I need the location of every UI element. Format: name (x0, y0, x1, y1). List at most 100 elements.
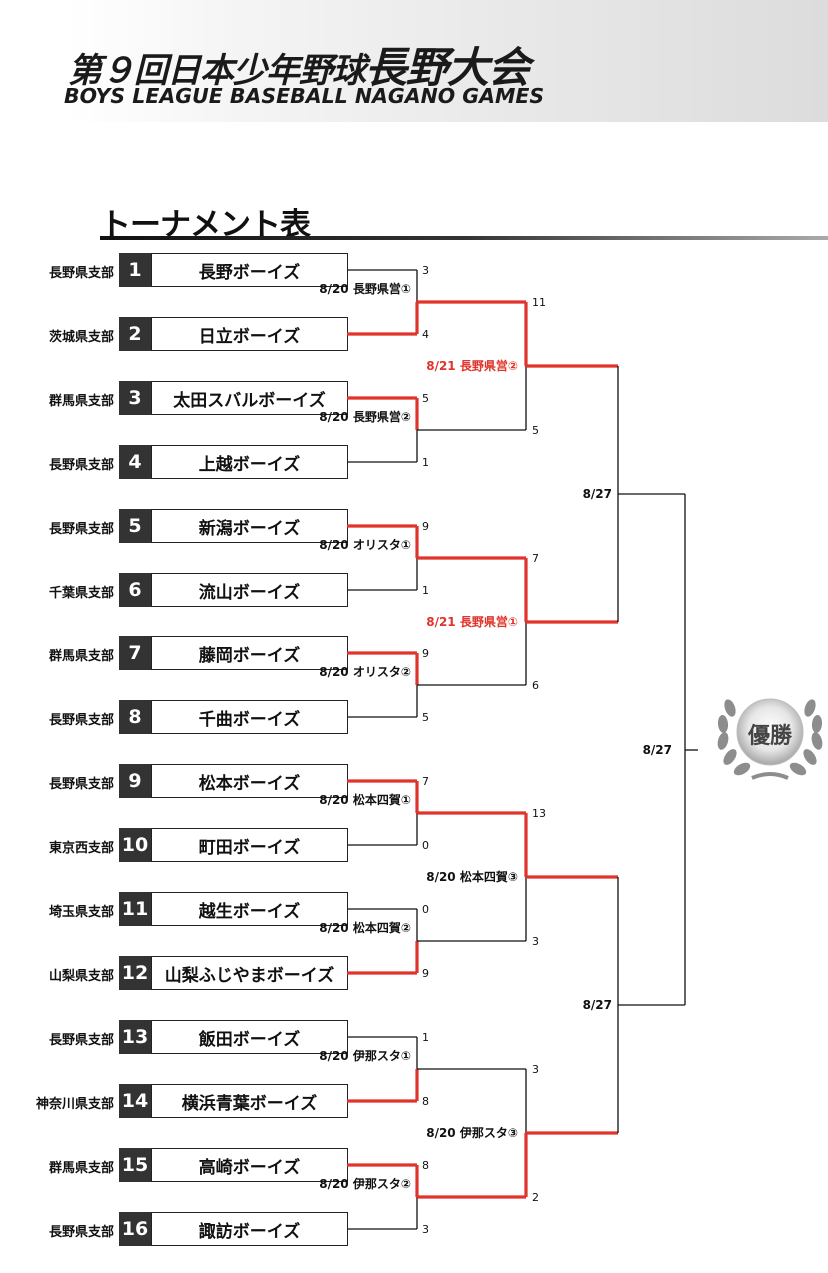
match-label: 8/27 (643, 743, 672, 757)
team-branch: 埼玉県支部 (48, 905, 114, 920)
team-name: 千曲ボーイズ (151, 700, 348, 734)
match-score: 9 (422, 520, 429, 533)
match-label: 8/20 松本四賀① (319, 792, 411, 807)
team-branch: 長野県支部 (48, 522, 114, 537)
team-name: 諏訪ボーイズ (151, 1212, 348, 1246)
match-label: 8/20 オリスタ② (319, 665, 411, 679)
team-seed: 2 (119, 317, 151, 351)
team-seed: 10 (119, 828, 151, 862)
match-score: 5 (532, 424, 539, 437)
match-label: 8/20 伊那スタ③ (426, 1125, 518, 1140)
team-seed: 12 (119, 956, 151, 990)
match-score: 0 (422, 839, 429, 852)
match-score: 2 (532, 1191, 539, 1204)
team-name: 太田スバルボーイズ (151, 381, 348, 415)
team-branch: 東京西支部 (48, 841, 114, 856)
team-seed: 4 (119, 445, 151, 479)
match-label: 8/20 伊那スタ① (319, 1048, 411, 1063)
team-branch: 茨城県支部 (48, 330, 114, 345)
event-title-jp: 第９回日本少年野球長野大会 (68, 34, 530, 95)
match-label: 8/21 長野県営① (426, 614, 518, 629)
team-name: 横浜青葉ボーイズ (151, 1084, 348, 1118)
team-branch: 群馬県支部 (48, 394, 114, 409)
team-name: 藤岡ボーイズ (151, 636, 348, 670)
team-seed: 1 (119, 253, 151, 287)
team-seed: 14 (119, 1084, 151, 1118)
team-branch: 長野県支部 (48, 1033, 114, 1048)
event-title-jp-suffix: 長野大会 (365, 43, 530, 92)
team-branch: 長野県支部 (48, 1225, 114, 1240)
match-label: 8/20 オリスタ① (319, 538, 411, 552)
match-score: 5 (422, 711, 429, 724)
event-title-jp-prefix: 第９回日本少年野球 (68, 51, 366, 91)
match-score: 3 (532, 935, 539, 948)
team-seed: 15 (119, 1148, 151, 1182)
section-title-rule (100, 236, 828, 240)
trophy-emblem: 優勝 (712, 678, 828, 792)
match-score: 3 (422, 1223, 429, 1236)
match-score: 9 (422, 647, 429, 660)
team-branch: 群馬県支部 (48, 649, 114, 664)
team-seed: 7 (119, 636, 151, 670)
match-score: 8 (422, 1095, 429, 1108)
team-seed: 9 (119, 764, 151, 798)
team-seed: 11 (119, 892, 151, 926)
team-seed: 13 (119, 1020, 151, 1054)
match-score: 6 (532, 679, 539, 692)
team-name: 飯田ボーイズ (151, 1020, 348, 1054)
match-score: 11 (532, 296, 546, 309)
match-label: 8/21 長野県営② (426, 358, 518, 373)
team-seed: 16 (119, 1212, 151, 1246)
team-seed: 5 (119, 509, 151, 543)
match-label: 8/27 (583, 487, 612, 501)
team-branch: 長野県支部 (48, 266, 114, 281)
team-branch: 山梨県支部 (48, 969, 114, 984)
match-score: 1 (422, 1031, 429, 1044)
match-score: 7 (422, 775, 429, 788)
team-branch: 長野県支部 (48, 713, 114, 728)
laurel-wreath-icon (717, 698, 823, 780)
match-score: 7 (532, 552, 539, 565)
team-name: 松本ボーイズ (151, 764, 348, 798)
team-name: 上越ボーイズ (151, 445, 348, 479)
match-score: 1 (422, 584, 429, 597)
team-name: 流山ボーイズ (151, 573, 348, 607)
team-branch: 長野県支部 (48, 458, 114, 473)
champion-label: 優勝 (747, 724, 792, 749)
match-label: 8/20 長野県営① (319, 281, 411, 296)
match-label: 8/20 松本四賀② (319, 920, 411, 935)
match-score: 0 (422, 903, 429, 916)
match-label: 8/20 伊那スタ② (319, 1176, 411, 1191)
match-label: 8/20 松本四賀③ (426, 869, 518, 884)
team-branch: 群馬県支部 (48, 1161, 114, 1176)
event-title-en: BOYS LEAGUE BASEBALL NAGANO GAMES (64, 84, 545, 108)
team-seed: 3 (119, 381, 151, 415)
team-branch: 神奈川県支部 (35, 1097, 114, 1112)
team-seed: 8 (119, 700, 151, 734)
match-score: 8 (422, 1159, 429, 1172)
team-seed: 6 (119, 573, 151, 607)
match-label: 8/27 (583, 998, 612, 1012)
match-score: 3 (422, 264, 429, 277)
team-name: 長野ボーイズ (151, 253, 348, 287)
match-score: 13 (532, 807, 546, 820)
match-score: 5 (422, 392, 429, 405)
match-score: 3 (532, 1063, 539, 1076)
match-score: 1 (422, 456, 429, 469)
team-branch: 千葉県支部 (48, 586, 114, 601)
team-name: 高崎ボーイズ (151, 1148, 348, 1182)
